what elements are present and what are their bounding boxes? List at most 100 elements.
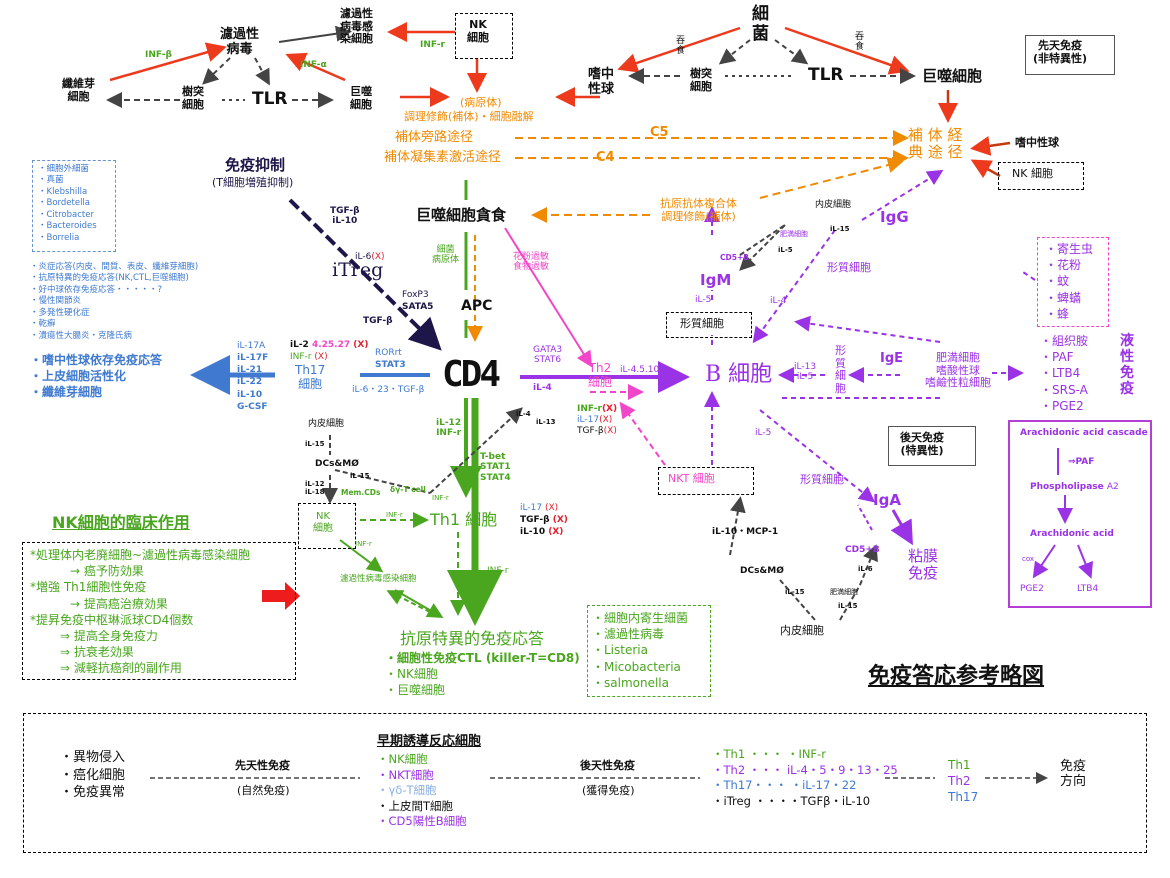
arrow — [429, 407, 523, 494]
arrow — [759, 409, 876, 503]
list-item: ・Bacteroides — [38, 221, 97, 232]
adaptive-immunity: 後天性免疫 — [580, 759, 635, 772]
stat3-label: STAT3 — [375, 360, 406, 370]
list-item: ・巨噬細胞 — [385, 683, 446, 698]
list-item: *提昇免疫中枢琳派球CD4個数 — [30, 612, 194, 627]
eat1-label: 吞 食 — [676, 36, 686, 57]
arrow — [774, 39, 809, 65]
list-item: ・癌化細胞 — [60, 767, 126, 783]
arrow — [386, 590, 431, 613]
adaptive-box — [888, 426, 976, 466]
arrow — [779, 579, 816, 621]
infected-cell-label: 濾過性 病毒感 染細胞 — [340, 7, 373, 46]
arrow — [739, 224, 786, 271]
arrow — [504, 227, 593, 368]
list-item: ・Klebshilla — [38, 186, 88, 197]
dc-right: DCs&MØ — [740, 566, 784, 576]
arrow — [1077, 544, 1093, 579]
early-list: ・NK細胞 ・NKT細胞 ・γδ-T細胞 ・上皮間T細胞 ・CD5陽性B細胞 — [377, 752, 467, 830]
endo-left: 内皮細胞 — [308, 419, 345, 429]
mucosal-immunity: 粘膜 免疫 — [908, 547, 939, 583]
endo-right: 内皮細胞 — [815, 200, 852, 210]
il5-d: iL-5 — [755, 428, 772, 438]
phospho-text: Phospholipase — [1030, 482, 1104, 492]
list-item: → 癌予防効果 — [70, 564, 144, 579]
legend-box — [23, 713, 1147, 853]
pollen-allergy: 花粉過敏 食物過敏 — [513, 252, 550, 273]
macrophage-eat: 巨噬細胞貪食 — [416, 206, 507, 224]
list-item: Th17 — [948, 790, 979, 805]
neutrophil-right: 嗜中性球 — [1015, 136, 1059, 149]
nkt-cell: NKT 細胞 — [668, 472, 715, 485]
list-item: ・LTB4 — [1040, 366, 1081, 381]
il6-tgf-label: iL-6・23・TGF-β — [352, 385, 425, 395]
nkt-box — [658, 467, 754, 495]
left-bacteria-list: ・細胞外細菌 ・真菌 ・Klebshilla ・Bordetella ・Citr… — [38, 164, 97, 244]
left-result-list: ・嗜中性球依存免疫応答 ・上皮細胞活性化 ・纖維芽細胞 — [30, 352, 162, 401]
parasites-box — [1037, 237, 1109, 327]
il12-infr: iL-12 INF-r — [436, 418, 462, 439]
list-item: ・PAF — [1040, 350, 1074, 365]
list-item: ・異物侵入 — [60, 750, 126, 765]
plasma-2: 形 質 細 胞 — [835, 344, 846, 395]
th17-cell: Th17 細胞 — [295, 363, 326, 391]
nk-cell-right: NK 細胞 — [1012, 167, 1053, 180]
list-item: ・寄生虫 — [1045, 242, 1094, 256]
list-item: ⇒ 減軽抗癌剤的副作用 — [60, 661, 182, 676]
il6-right: iL-6 — [858, 565, 873, 573]
mem-cd: Mem.CDs — [341, 488, 381, 497]
nk-box-left — [298, 503, 356, 549]
th1-tgf: TGF-β (X) — [520, 515, 568, 525]
dc-left: DCs&MØ — [315, 459, 359, 469]
list-item: ・免疫異常 — [60, 785, 126, 801]
list-item: ・Borrelia — [38, 232, 80, 243]
arrow — [752, 229, 836, 344]
il15-c: iL-15 — [838, 602, 858, 610]
tgfb-label: TGF-β — [363, 316, 393, 326]
bacteria-pathogen: 細菌 病原体 — [432, 245, 460, 266]
list-item: ・纖維芽細胞 — [30, 385, 103, 400]
th1-il10-text: iL-10 — [520, 527, 546, 537]
list-item: ⇒ 抗衰老効果 — [60, 645, 134, 660]
arrow — [839, 584, 861, 621]
arrow — [278, 25, 352, 43]
intracell-box — [587, 605, 711, 697]
igg-label: IgG — [880, 208, 909, 226]
endo-right-2: 内皮細胞 — [780, 624, 824, 637]
il4-right: iL-4 — [770, 296, 787, 306]
arrow — [202, 57, 231, 85]
list-item: ・Micobacteria — [592, 659, 681, 674]
list-item: ・多発性硬化症 — [30, 307, 90, 318]
th1-tgf-x: (X) — [552, 515, 568, 525]
inf-alpha-label: INF-α — [300, 60, 327, 70]
tbet-stat: T-bet STAT1 STAT4 — [480, 452, 511, 483]
list-item: ・炎症応答(内皮、間質、表皮、纖維芽細胞) — [30, 262, 199, 272]
plasma-1: 形質細胞 — [827, 261, 871, 274]
list-item: *処理体内老廃細胞~濾過性病毒感染細胞 — [30, 548, 251, 562]
innate-sub: (自然免疫) — [237, 784, 290, 797]
iga-label: IgA — [873, 491, 901, 509]
th2-tgf-text: TGF-β — [577, 426, 604, 436]
dendritic-label: 樹突 細胞 — [182, 85, 204, 111]
th17-infr: INF-r (X) — [290, 352, 328, 362]
th2-il17: iL-17(X) — [577, 415, 612, 425]
arrow — [288, 198, 442, 351]
list-item: ・Th17・・・ ・iL-17・22 — [712, 778, 857, 793]
list-item: ・CD5陽性B細胞 — [377, 814, 467, 829]
th2-infr-text: INF-r — [577, 404, 602, 414]
infr-text: INF-r — [290, 352, 312, 362]
dendritic2-label: 樹突 細胞 — [690, 67, 712, 93]
list-item: ・抗原特異的免疫応答(NK,CTL,巨噬細胞) — [30, 273, 189, 284]
arrow — [759, 157, 904, 199]
cascade-box — [1008, 420, 1152, 608]
arrow — [339, 539, 384, 573]
arrow — [729, 496, 746, 556]
clinical-list: *処理体内老廃細胞~濾過性病毒感染細胞 → 癌予防効果 *増強 Th1細胞性免疫… — [30, 547, 250, 677]
complement-path: 補 体 経 典 途 径 — [908, 126, 963, 162]
ror-label: RORrt — [375, 348, 402, 358]
il4-center: iL-4 — [533, 383, 552, 393]
th1-tgf-text: TGF-β — [520, 515, 550, 525]
arrow — [619, 401, 666, 466]
list-item: ・組织胺 — [1040, 334, 1089, 348]
